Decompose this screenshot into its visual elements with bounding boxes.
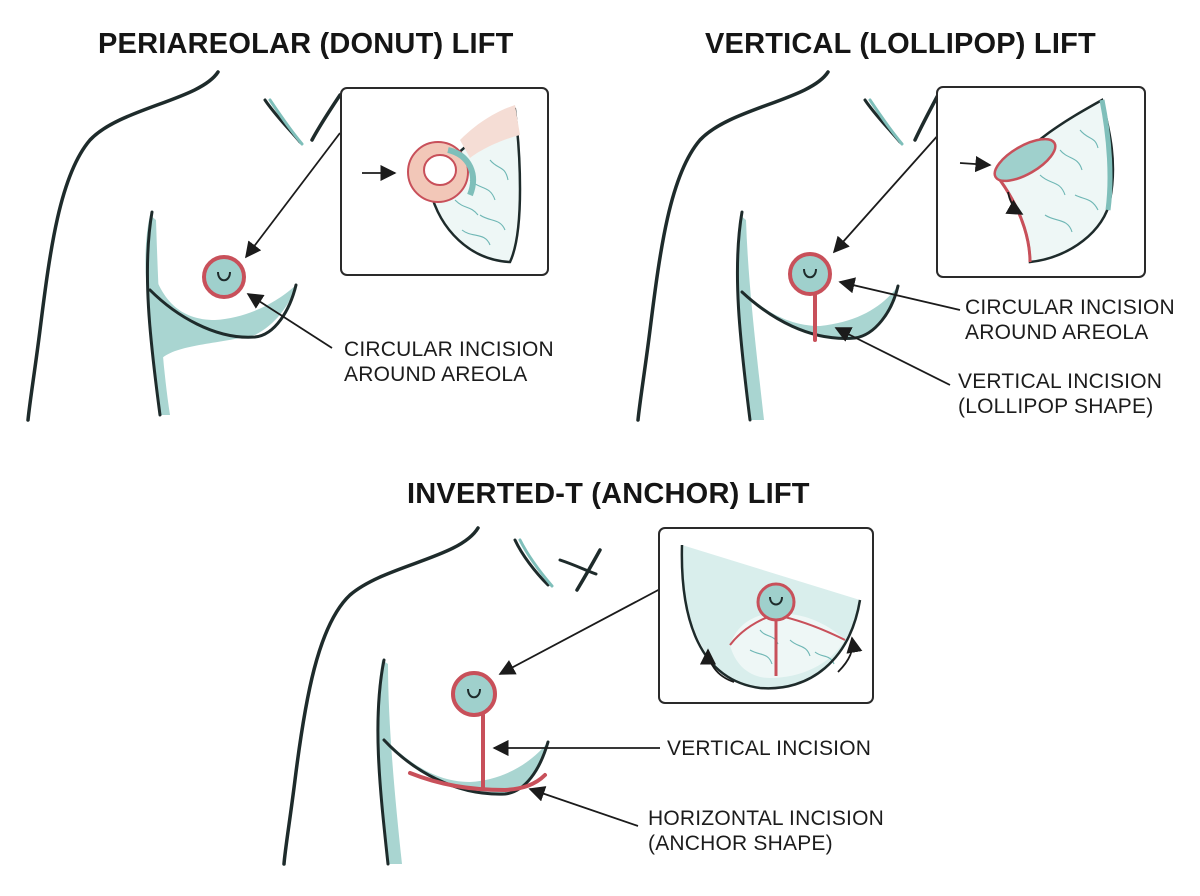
vertical-title: VERTICAL (LOLLIPOP) LIFT bbox=[705, 28, 1096, 60]
periareolar-circular-incision-label: CIRCULAR INCISION AROUND AREOLA bbox=[344, 338, 554, 386]
periareolar-figure bbox=[26, 70, 342, 422]
vertical-inset-drawing bbox=[936, 86, 1146, 278]
vertical-lollipop-incision-label: VERTICAL INCISION (LOLLIPOP SHAPE) bbox=[958, 370, 1163, 418]
periareolar-title: PERIAREOLAR (DONUT) LIFT bbox=[98, 28, 514, 60]
vertical-circular-incision-label: CIRCULAR INCISION AROUND AREOLA bbox=[965, 296, 1175, 344]
inverted-t-title: INVERTED-T (ANCHOR) LIFT bbox=[407, 478, 810, 510]
inverted-t-figure bbox=[282, 526, 663, 866]
vertical-figure bbox=[636, 70, 961, 422]
inverted-t-vertical-incision-label: VERTICAL INCISION bbox=[667, 737, 872, 760]
inverted-t-inset-drawing bbox=[658, 527, 874, 704]
inverted-t-horizontal-incision-label: HORIZONTAL INCISION (ANCHOR SHAPE) bbox=[648, 807, 884, 855]
periareolar-inset-drawing bbox=[340, 87, 549, 276]
